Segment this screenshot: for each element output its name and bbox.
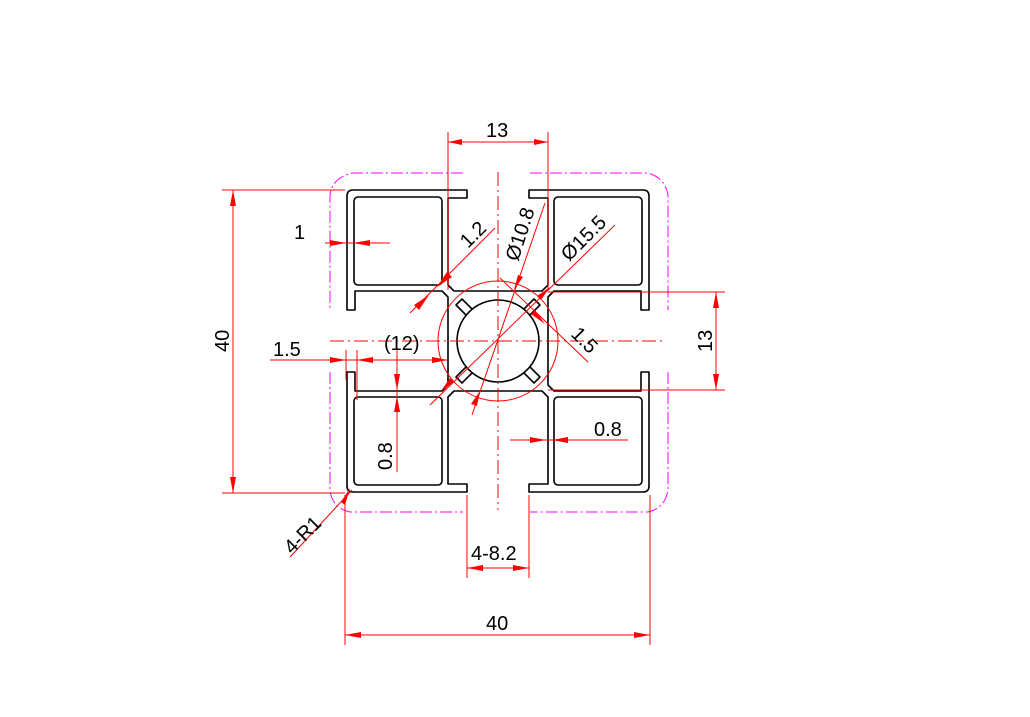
dim-0-8-vertical: 0.8 [375, 442, 397, 470]
dim-corner-radius: 4-R1 [280, 512, 326, 558]
dim-40-height: 40 [212, 330, 234, 352]
dim-40-width: 40 [486, 613, 508, 635]
envelope-outline [329, 172, 669, 513]
dim-circle-15-5: Ø15.5 [557, 211, 611, 265]
dim-0-8-horizontal: 0.8 [594, 419, 622, 441]
dim-lip-1-5: 1.5 [273, 339, 301, 361]
dim-13-right: 13 [695, 330, 717, 352]
dimension-lines [222, 132, 725, 645]
dim-slot-width: 4-8.2 [471, 543, 517, 565]
dim-ref-12: (12) [384, 333, 420, 355]
dim-web-1-2: 1.2 [456, 217, 491, 252]
dim-diag-1-5: 1.5 [566, 323, 601, 358]
dim-wall-1: 1 [294, 222, 305, 244]
dim-13-top: 13 [486, 120, 508, 142]
